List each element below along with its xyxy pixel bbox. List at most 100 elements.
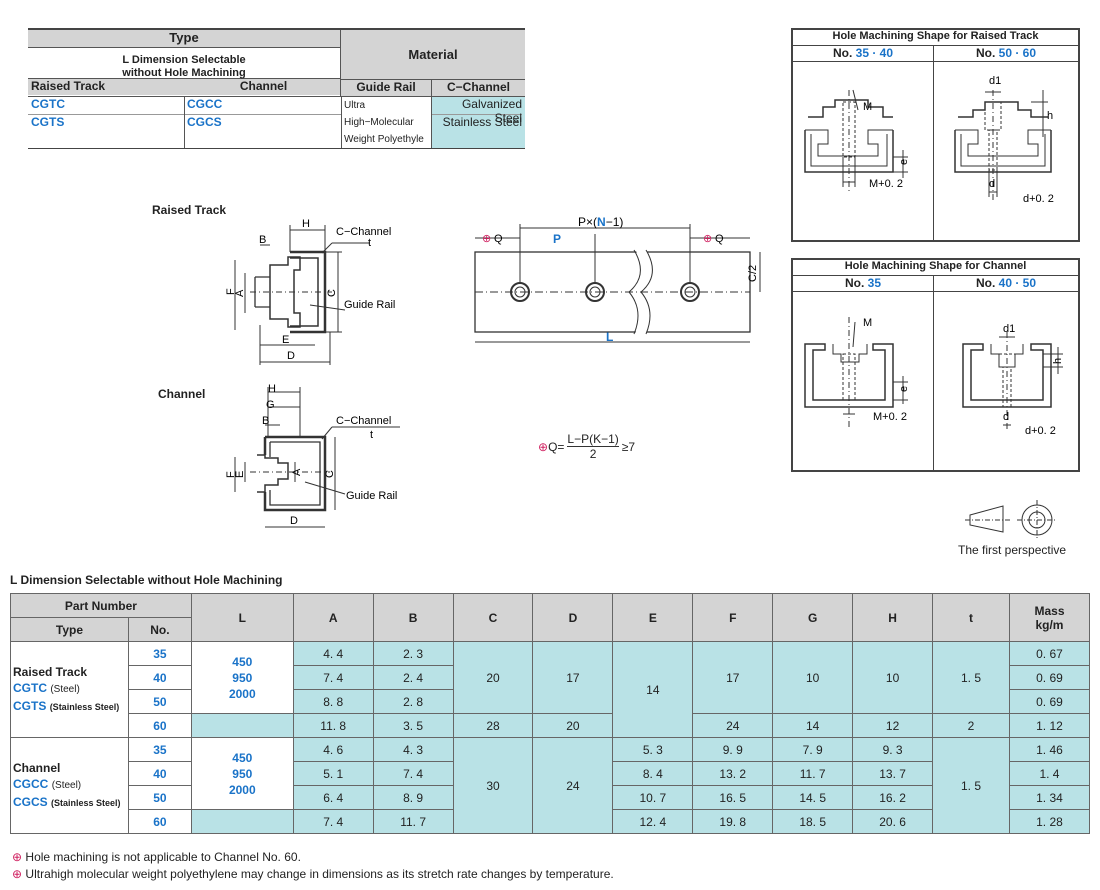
channel-G-60: 18. 5	[772, 809, 854, 834]
hdr-D: D	[532, 593, 614, 642]
hdr-H: H	[852, 593, 934, 642]
hole-raised-M: M	[863, 101, 872, 113]
channel-E-60: 12. 4	[612, 809, 694, 834]
hole-raised-d1: d1	[989, 75, 1001, 87]
hole-raised-M02: M+0. 2	[869, 178, 903, 190]
hole-channel-nos-left: 35	[867, 276, 882, 290]
hdr-part-number: Part Number	[10, 593, 192, 618]
raised-A-50: 8. 8	[292, 689, 374, 714]
col-guide-rail: Guide Rail	[341, 80, 432, 96]
hole-channel-no-right: No.	[975, 276, 996, 290]
rail-pitch-label: P×(N−1)	[578, 215, 623, 229]
raised-E: 14	[612, 641, 694, 738]
formula-numerator: L−P(K−1)	[567, 432, 619, 447]
channel-L-60-empty	[190, 809, 294, 834]
channel-H-50: 16. 2	[852, 785, 934, 810]
hdr-type: Type	[10, 617, 129, 642]
raised-B-50: 2. 8	[372, 689, 454, 714]
raised-A-60: 11. 8	[292, 713, 374, 738]
hole-raised-box: Hole Machining Shape for Raised Track No…	[791, 28, 1080, 242]
cchannel-material-2: Stainless Steel	[442, 115, 522, 129]
hole-raised-no-left: No.	[832, 46, 853, 60]
rail-l-label: L	[606, 330, 613, 344]
guide-rail-label-channel: Guide Rail	[346, 490, 397, 502]
hole-channel-title: Hole Machining Shape for Channel	[793, 260, 1078, 276]
raised-A-35: 4. 4	[292, 641, 374, 666]
hdr-F: F	[692, 593, 774, 642]
channel-H-35: 9. 3	[852, 737, 934, 762]
dim-F-channel: F	[225, 471, 237, 478]
raised-B-60: 3. 5	[372, 713, 454, 738]
raised-C-60: 28	[452, 713, 534, 738]
raised-code-cgts: CGTS	[31, 115, 65, 129]
hole-raised-e: e	[898, 159, 910, 165]
sub-title-line2: without Hole Machining	[122, 67, 246, 79]
raised-H-35-50: 10	[852, 641, 934, 714]
raised-track-drawing: F A B H E D C C−Channel t Guide Rail	[225, 218, 395, 365]
dim-G-channel: G	[266, 399, 275, 411]
hdr-A: A	[292, 593, 374, 642]
warn-icon-note1: ⊕	[12, 850, 23, 864]
channel-B-35: 4. 3	[372, 737, 454, 762]
hole-channel-box: Hole Machining Shape for Channel No. 35 …	[791, 258, 1080, 472]
channel-A-50: 6. 4	[292, 785, 374, 810]
warn-icon-formula: ⊕	[538, 439, 549, 454]
raised-t-60: 2	[932, 713, 1010, 738]
hole-channel-e: e	[898, 386, 910, 392]
channel-E-50: 10. 7	[612, 785, 694, 810]
channel-mass-35: 1. 46	[1008, 737, 1091, 762]
hdr-L: L	[190, 593, 294, 642]
hole-channel-h: h	[1052, 358, 1064, 364]
channel-mass-50: 1. 34	[1008, 785, 1091, 810]
first-perspective-icon	[965, 500, 1057, 540]
warn-icon-q-right: ⊕	[703, 233, 712, 245]
table-row: 35	[127, 641, 192, 666]
channel-F-60: 19. 8	[692, 809, 774, 834]
raised-C-35-50: 20	[452, 641, 534, 714]
raised-L-60-empty	[190, 713, 294, 738]
col-channel: Channel	[239, 79, 288, 93]
channel-H-40: 13. 7	[852, 761, 934, 786]
hole-raised-title: Hole Machining Shape for Raised Track	[793, 30, 1078, 46]
table-row: 60	[127, 713, 192, 738]
raised-mass-35: 0. 67	[1008, 641, 1091, 666]
channel-label: Channel	[158, 387, 206, 401]
sub-title-line1: L Dimension Selectable	[122, 54, 246, 66]
channel-D: 24	[532, 737, 614, 834]
channel-code-cgcs: CGCS	[187, 115, 222, 129]
col-c-channel: C−Channel	[446, 80, 510, 94]
dim-A-channel: A	[291, 468, 303, 476]
channel-code-cgcc: CGCC	[185, 97, 341, 115]
c-channel-label-channel: C−Channel	[336, 415, 391, 427]
col-raised-track: Raised Track	[31, 79, 106, 93]
channel-H-60: 20. 6	[852, 809, 934, 834]
raised-type-cell: Raised Track CGTC (Steel) CGTS (Stainles…	[10, 641, 129, 738]
dim-D-channel: D	[290, 515, 298, 527]
raised-mass-40: 0. 69	[1008, 665, 1091, 690]
c-channel-label-raised: C−Channel	[336, 226, 391, 238]
hdr-G: G	[772, 593, 854, 642]
table-row: 50	[127, 689, 192, 714]
rail-p-label: P	[553, 232, 561, 246]
raised-H-60: 12	[852, 713, 934, 738]
table-row: 35	[127, 737, 192, 762]
dim-D-raised: D	[287, 350, 295, 362]
table-row: 40	[127, 761, 192, 786]
channel-A-40: 5. 1	[292, 761, 374, 786]
channel-drawing: H G B F E A C D C−Channel t Guide Rail	[225, 383, 400, 528]
hdr-B: B	[372, 593, 454, 642]
raised-D-35-50: 17	[532, 641, 614, 714]
cchannel-material-1: Galvanized Steel	[432, 97, 522, 125]
note-1: ⊕ Hole machining is not applicable to Ch…	[12, 850, 301, 864]
dim-B-raised: B	[259, 234, 266, 246]
raised-t-35-50: 1. 5	[932, 641, 1010, 714]
channel-mass-40: 1. 4	[1008, 761, 1091, 786]
channel-C: 30	[452, 737, 534, 834]
channel-t: 1. 5	[932, 737, 1010, 834]
guide-material-1: Ultra High−Molecular	[344, 100, 414, 128]
warn-icon-q-left: ⊕	[482, 233, 491, 245]
table-row: 60	[127, 809, 192, 834]
dim-A-raised: A	[234, 289, 246, 297]
channel-F-35: 9. 9	[692, 737, 774, 762]
